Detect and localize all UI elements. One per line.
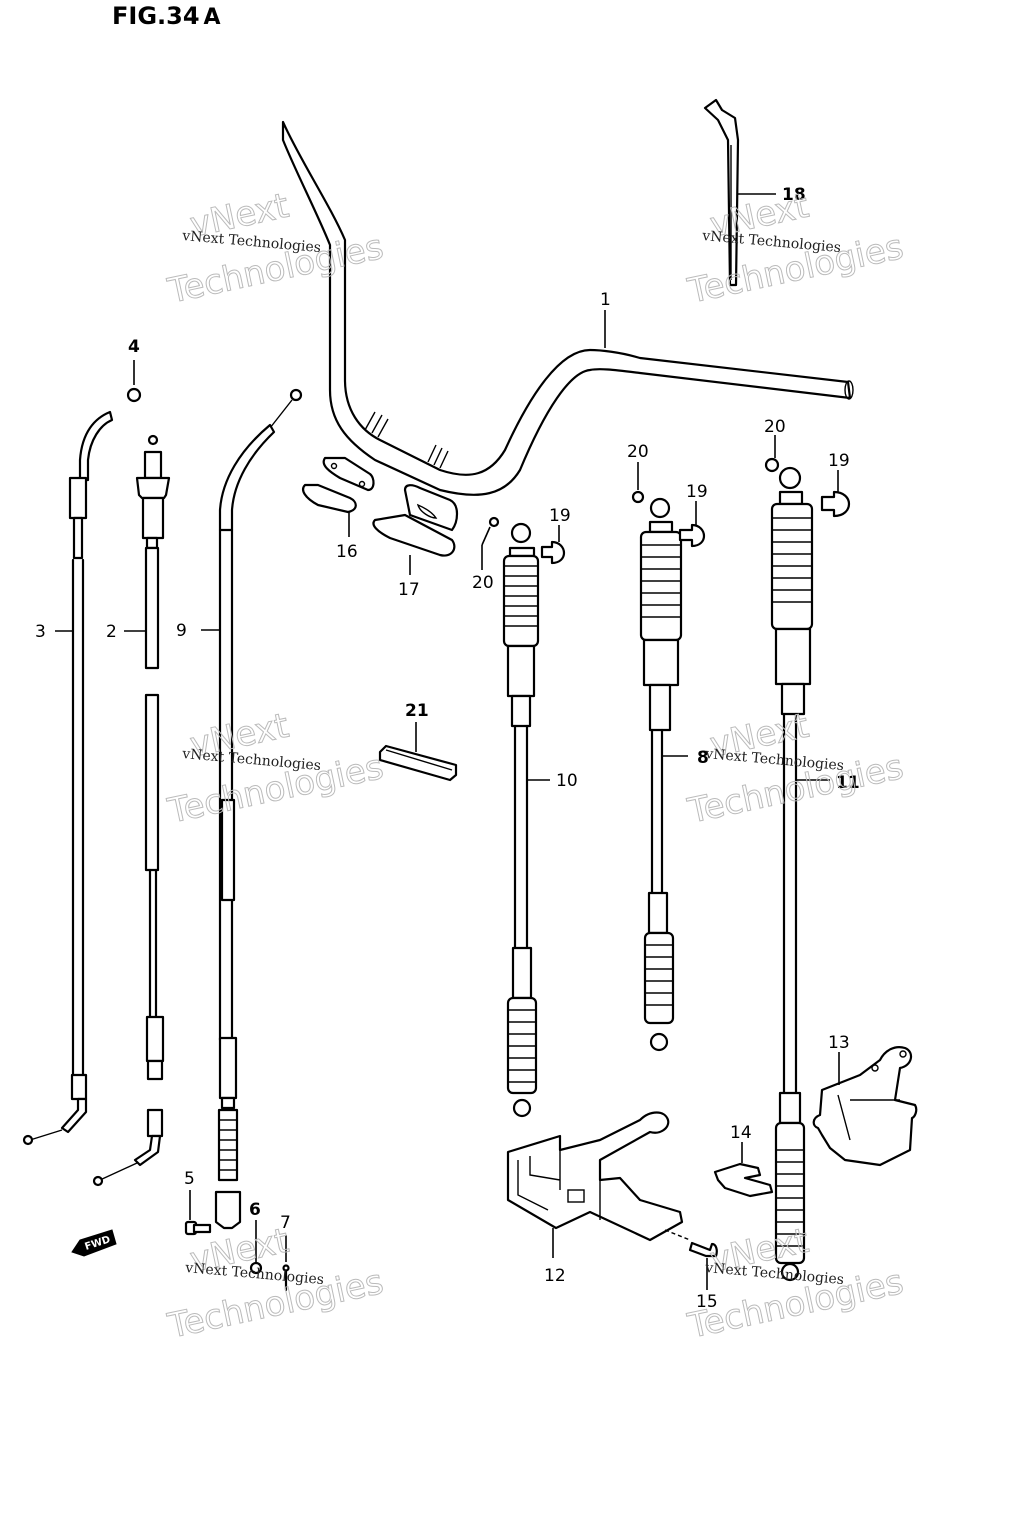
part-9-clutch-cable[interactable] (214, 388, 303, 1230)
callout-9: 9 (176, 621, 219, 641)
callout-label: 17 (398, 580, 420, 600)
part-5-bolt[interactable] (184, 1220, 212, 1236)
part-15-screw[interactable] (664, 1229, 718, 1258)
callout-label: 15 (696, 1292, 718, 1312)
callout-label: 16 (336, 542, 358, 562)
callout-label: 11 (836, 773, 860, 793)
callout-label: 19 (686, 482, 708, 502)
callout-label: 7 (280, 1213, 291, 1233)
part-18-cable-tie[interactable] (703, 98, 740, 287)
callout-label: 21 (405, 701, 429, 721)
part-13-bracket[interactable] (812, 1046, 918, 1167)
callout-19c: 19 (828, 451, 850, 492)
part-4-nut[interactable] (126, 387, 142, 403)
part-21-strip[interactable] (378, 744, 458, 782)
callout-16: 16 (336, 512, 358, 562)
callout-5: 5 (184, 1169, 195, 1220)
part-16-bracket[interactable] (302, 456, 375, 514)
callout-label: 19 (549, 506, 571, 526)
part-19a-bolt[interactable] (540, 540, 566, 565)
part-3-throttle-cable[interactable] (22, 410, 114, 1146)
callout-20b: 20 (627, 442, 649, 504)
callout-18: 18 (738, 185, 806, 205)
callout-label: 4 (128, 337, 140, 357)
callout-label: 2 (106, 622, 117, 642)
callout-label: 12 (544, 1266, 566, 1286)
callout-4: 4 (128, 337, 140, 385)
part-19b-bolt[interactable] (678, 523, 706, 548)
callout-7: 7 (280, 1213, 291, 1262)
callout-17: 17 (398, 555, 420, 600)
callout-label: 20 (472, 573, 494, 593)
callout-label: 5 (184, 1169, 195, 1189)
part-1-handlebar[interactable] (281, 120, 854, 496)
part-6-washer[interactable] (249, 1261, 263, 1275)
part-17-bracket[interactable] (372, 484, 459, 557)
callout-label: 20 (764, 417, 786, 437)
part-10-cable[interactable] (502, 522, 540, 1118)
part-8-cable[interactable] (639, 497, 683, 1052)
callout-10: 10 (528, 771, 578, 791)
part-7-cotter-pin[interactable] (282, 1264, 290, 1292)
callout-label: 8 (697, 748, 709, 768)
callout-8: 8 (663, 748, 709, 768)
callout-20a: 20 (472, 516, 500, 593)
part-12-bracket[interactable] (506, 1111, 684, 1242)
callout-1: 1 (600, 290, 611, 348)
part-19c-bolt[interactable] (820, 490, 851, 518)
callout-label: 18 (782, 185, 806, 205)
callout-21: 21 (405, 701, 429, 752)
callout-3: 3 (35, 622, 72, 642)
part-2-throttle-cable[interactable] (92, 434, 171, 1187)
callout-11: 11 (797, 773, 860, 793)
callout-label: 14 (730, 1123, 752, 1143)
callout-14: 14 (730, 1123, 752, 1163)
callout-19a: 19 (549, 506, 571, 542)
figure-suffix: A (203, 5, 221, 30)
part-11-cable[interactable] (770, 466, 814, 1282)
callout-label: 9 (176, 621, 187, 641)
callout-12: 12 (544, 1228, 566, 1286)
callout-2: 2 (106, 622, 145, 642)
callout-label: 20 (627, 442, 649, 462)
forward-arrow-icon: FWD (71, 1229, 117, 1257)
figure-number: FIG.34 (112, 2, 200, 30)
callout-label: 1 (600, 290, 611, 310)
callout-label: 13 (828, 1033, 850, 1053)
part-14-clip[interactable] (713, 1162, 774, 1198)
callout-label: 3 (35, 622, 46, 642)
callout-13: 13 (828, 1033, 850, 1085)
callout-label: 6 (249, 1200, 261, 1220)
callout-6: 6 (249, 1200, 261, 1262)
callout-20c: 20 (764, 417, 786, 473)
callout-19b: 19 (686, 482, 708, 525)
callout-label: 10 (556, 771, 578, 791)
callout-label: 19 (828, 451, 850, 471)
callout-15: 15 (696, 1258, 718, 1312)
